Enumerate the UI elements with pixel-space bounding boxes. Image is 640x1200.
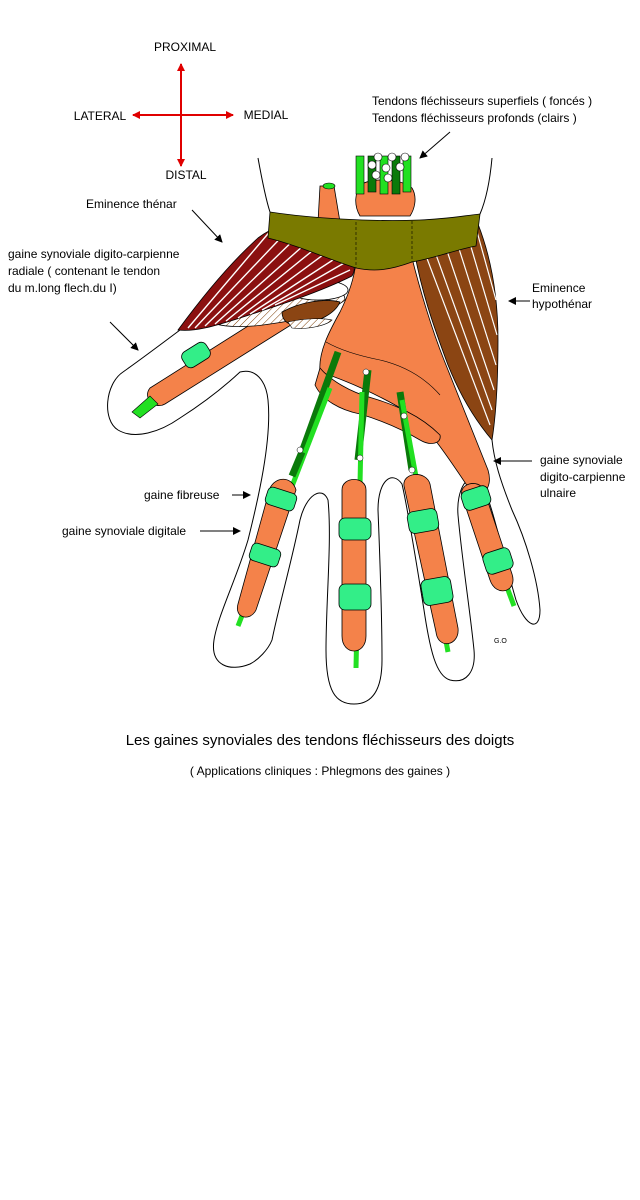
caption-subtitle: ( Applications cliniques : Phlegmons des… (189, 764, 451, 778)
wrist-tendon-bundle (355, 152, 412, 195)
distal-label: DISTAL (165, 168, 206, 182)
flexor-retinaculum (267, 211, 481, 271)
index-finger (235, 350, 342, 627)
label-tendons-deep: Tendons fléchisseurs profonds (clairs ) (372, 111, 577, 125)
label-radial-sheath-1: gaine synoviale digito-carpienne (8, 247, 180, 261)
label-ulnar-sheath-2: digito-carpienne (540, 470, 626, 484)
orientation-compass: PROXIMAL DISTAL LATERAL MEDIAL (74, 40, 289, 182)
thumb-fibrous-ring (181, 341, 211, 369)
label-fibrous-sheath: gaine fibreuse (144, 488, 220, 502)
radial-bursa-brown (281, 300, 341, 326)
label-digital-sheath: gaine synoviale digitale (62, 524, 186, 538)
author-signature: G.O (494, 638, 507, 645)
label-tendons-superficial: Tendons fléchisseurs superfiels ( foncés… (372, 94, 592, 108)
little-finger (460, 483, 517, 607)
label-radial-sheath-3: du m.long flech.du I) (8, 281, 117, 295)
medial-label: MEDIAL (244, 108, 289, 122)
proximal-label: PROXIMAL (154, 40, 216, 54)
annotation-arrows (109, 131, 532, 535)
label-hypothenar-2: hypothénar (532, 297, 592, 311)
label-ulnar-sheath-3: ulnaire (540, 486, 576, 500)
thumb-tendon-tip (131, 395, 159, 419)
label-thenar: Eminence thénar (86, 197, 177, 211)
label-radial-sheath-2: radiale ( contenant le tendon (8, 264, 160, 278)
label-ulnar-sheath-1: gaine synoviale (540, 453, 623, 467)
lateral-label: LATERAL (74, 109, 127, 123)
label-hypothenar-1: Eminence (532, 281, 586, 295)
caption-title: Les gaines synoviales des tendons fléchi… (125, 732, 515, 749)
annotation-labels: Tendons fléchisseurs superfiels ( foncés… (8, 94, 626, 645)
ring-finger (396, 391, 459, 653)
hypothenar-eminence (411, 223, 499, 441)
middle-finger (338, 368, 372, 669)
